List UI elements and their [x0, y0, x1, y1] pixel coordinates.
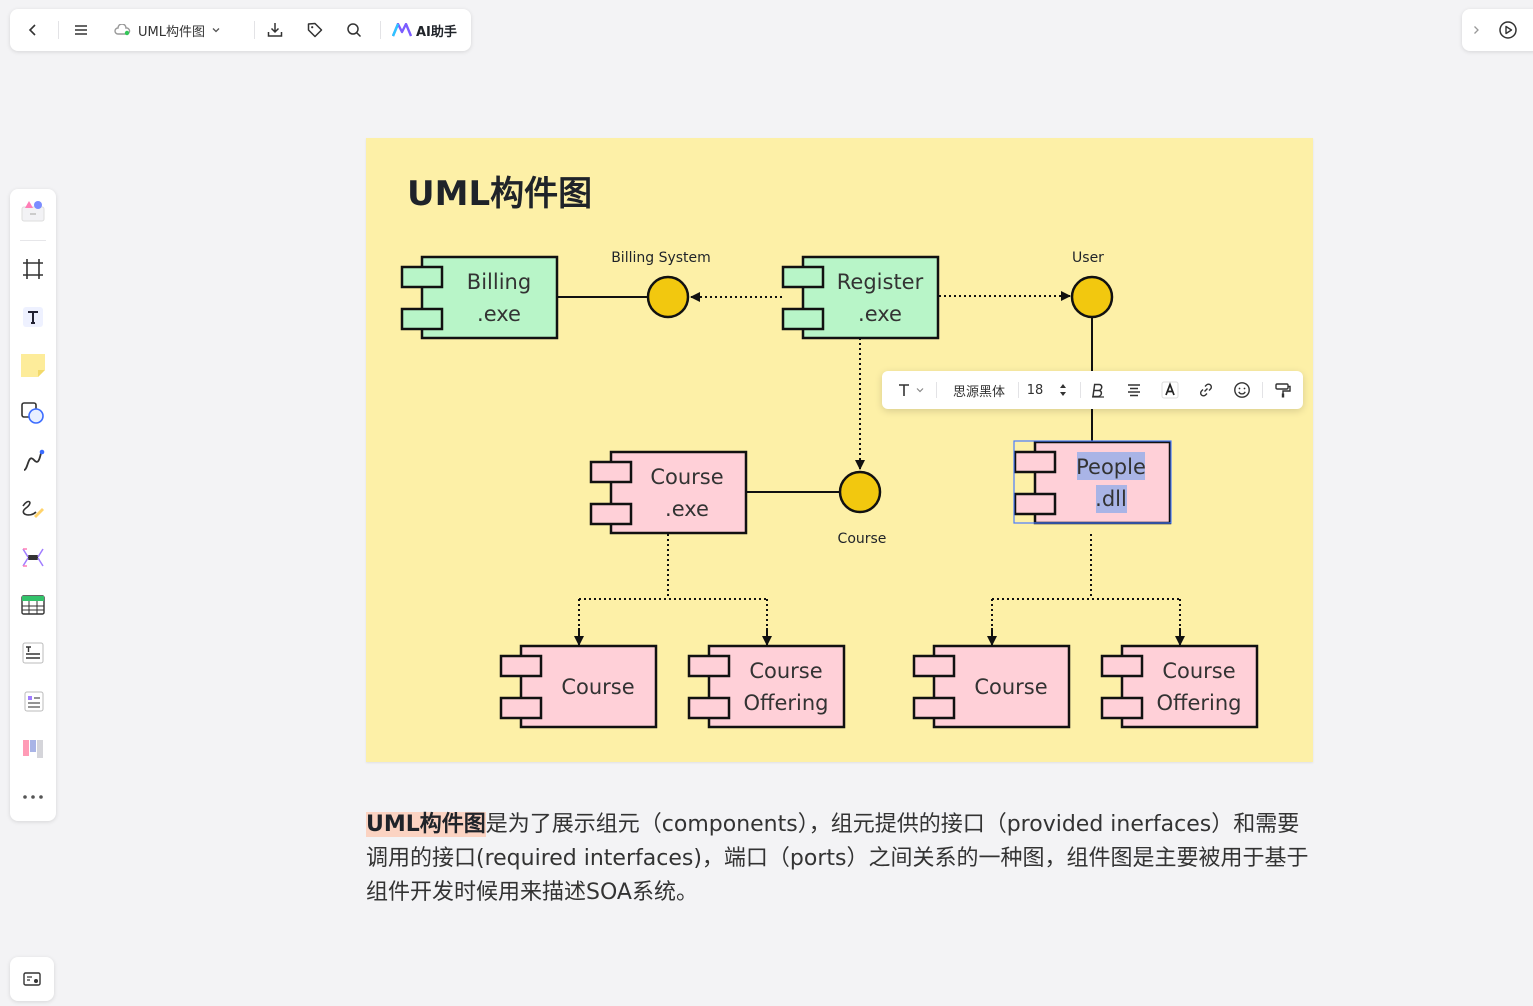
text-type-icon: [899, 384, 909, 396]
svg-text:User: User: [1072, 250, 1104, 266]
emoji-icon[interactable]: [1231, 371, 1253, 409]
card-list-icon[interactable]: [10, 681, 56, 721]
interface-course[interactable]: Course: [838, 470, 887, 547]
align-icon[interactable]: [1123, 371, 1145, 409]
document-title: UML构件图: [138, 24, 205, 40]
svg-text:Billing System: Billing System: [611, 250, 711, 266]
uml-diagram: Billing System User Course Billing .exe …: [400, 250, 1259, 729]
svg-text:Course: Course: [974, 675, 1047, 699]
tag-icon[interactable]: [304, 9, 326, 51]
font-size-value[interactable]: 18: [1026, 382, 1044, 398]
component-course-offering-1[interactable]: Course Offering: [687, 644, 846, 729]
component-register-exe[interactable]: Register .exe: [781, 255, 940, 340]
frame-icon[interactable]: [10, 249, 56, 289]
link-icon[interactable]: [1195, 371, 1217, 409]
menu-icon[interactable]: [70, 9, 92, 51]
svg-text:Offering: Offering: [743, 691, 828, 715]
play-icon[interactable]: [1496, 9, 1520, 51]
presentation-toolbar: [1462, 9, 1533, 51]
text-color-icon[interactable]: [1159, 371, 1181, 409]
back-icon[interactable]: [20, 9, 46, 51]
svg-text:Course: Course: [749, 659, 822, 683]
description-highlight: UML构件图: [366, 812, 486, 837]
svg-text:.exe: .exe: [858, 302, 902, 326]
svg-text:.exe: .exe: [477, 302, 521, 326]
svg-text:Course: Course: [838, 531, 887, 547]
kanban-icon[interactable]: [10, 729, 56, 769]
svg-text:Billing: Billing: [467, 270, 531, 294]
mindmap-icon[interactable]: [10, 537, 56, 577]
component-course-2[interactable]: Course: [912, 644, 1071, 729]
pen-icon[interactable]: [10, 489, 56, 529]
text-selection-highlight: [1077, 452, 1145, 480]
chevron-down-icon: [916, 388, 924, 393]
interface-billing-system[interactable]: Billing System: [611, 250, 711, 319]
component-course-1[interactable]: Course: [499, 644, 658, 729]
ai-assistant-button[interactable]: AI助手: [392, 9, 457, 51]
cloud-icon: [114, 24, 131, 36]
minimap-icon: [23, 972, 41, 986]
download-icon[interactable]: [264, 9, 286, 51]
svg-text:Course: Course: [650, 465, 723, 489]
selection-outline: [1013, 440, 1172, 524]
svg-text:People: People: [1076, 455, 1146, 479]
format-painter-icon[interactable]: [1272, 371, 1294, 409]
connector-icon[interactable]: [10, 441, 56, 481]
svg-text:Course: Course: [1162, 659, 1235, 683]
ai-logo-icon: [392, 23, 412, 37]
text-type-dropdown[interactable]: [890, 371, 930, 409]
font-size-stepper[interactable]: [1054, 371, 1072, 409]
template-icon[interactable]: [10, 191, 56, 231]
people-dll-dependency-tree: [991, 534, 1181, 643]
bold-icon[interactable]: [1087, 371, 1109, 409]
shapes-icon[interactable]: [10, 393, 56, 433]
svg-text:Course: Course: [561, 675, 634, 699]
svg-text:.exe: .exe: [665, 497, 709, 521]
text-tool-icon[interactable]: [10, 297, 56, 337]
description-paragraph[interactable]: UML构件图是为了展示组元（components），组元提供的接口（provid…: [366, 808, 1316, 910]
search-icon[interactable]: [343, 9, 365, 51]
chevron-down-icon: [212, 28, 220, 33]
document-title-dropdown[interactable]: UML构件图: [114, 9, 221, 51]
left-tool-panel: [10, 189, 56, 821]
chevron-right-icon[interactable]: [1468, 9, 1484, 51]
card-title: UML构件图: [407, 174, 593, 214]
ai-assistant-label: AI助手: [416, 24, 457, 40]
minimap-button[interactable]: [10, 957, 54, 1001]
svg-text:Offering: Offering: [1156, 691, 1241, 715]
svg-text:.dll: .dll: [1095, 487, 1127, 511]
top-toolbar: UML构件图 AI助手: [10, 9, 471, 51]
interface-user[interactable]: User: [1070, 250, 1114, 319]
table-icon[interactable]: [10, 585, 56, 625]
course-exe-dependency-tree: [578, 534, 768, 643]
component-people-dll[interactable]: People .dll: [1013, 440, 1172, 525]
component-course-offering-2[interactable]: Course Offering: [1100, 644, 1259, 729]
sticky-note-icon[interactable]: [10, 345, 56, 385]
text-format-toolbar: 思源黑体 18: [882, 371, 1303, 409]
svg-text:Register: Register: [837, 270, 924, 294]
component-course-exe[interactable]: Course .exe: [589, 450, 748, 535]
more-icon[interactable]: [10, 777, 56, 817]
font-family-select[interactable]: 思源黑体: [952, 384, 1005, 400]
text-block-icon[interactable]: [10, 633, 56, 673]
stepper-arrows-icon: [1060, 384, 1066, 396]
component-billing-exe[interactable]: Billing .exe: [400, 255, 559, 340]
description-text: 是为了展示组元（components），组元提供的接口（provided ine…: [366, 812, 1309, 905]
uml-card[interactable]: UML构件图 Billing System: [366, 138, 1313, 762]
